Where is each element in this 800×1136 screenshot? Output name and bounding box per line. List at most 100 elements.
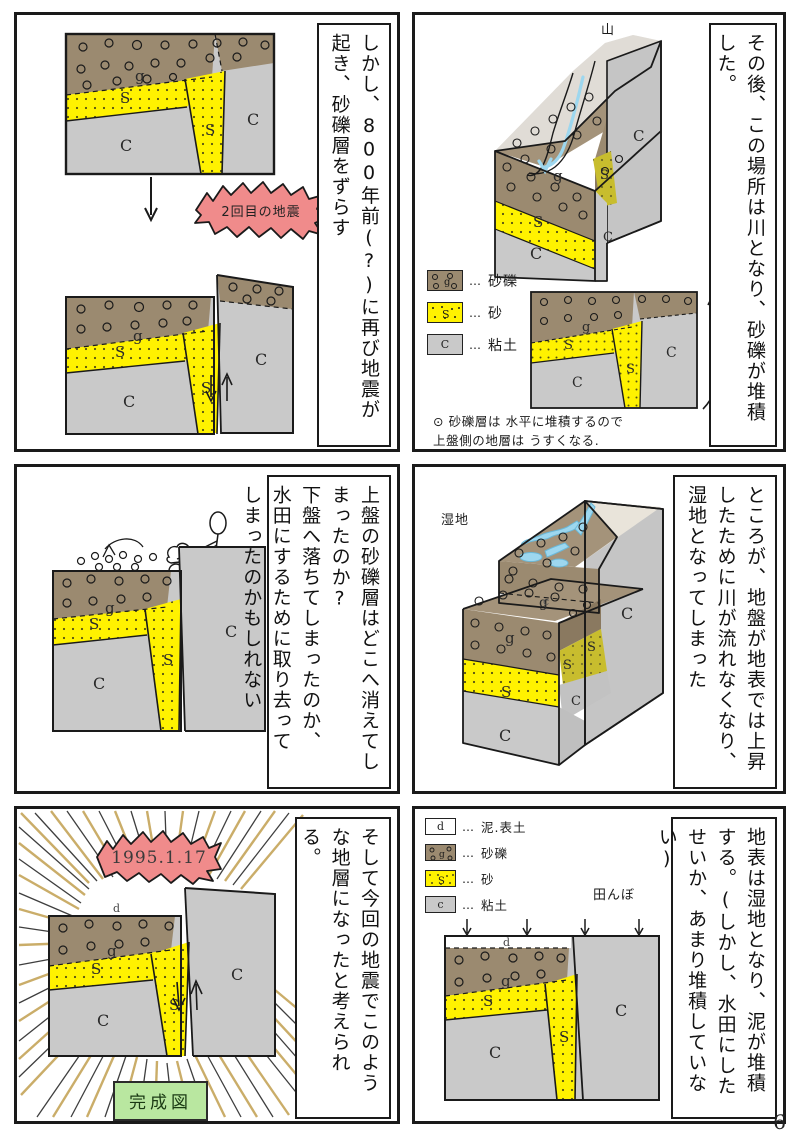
svg-text:C: C [621,604,633,623]
legend-row: d … 泥.表土 [425,817,526,836]
svg-text:S: S [587,640,596,655]
layer-label-sand: S [120,89,130,107]
svg-text:g: g [582,320,590,335]
cross-section-thinning: S S C C g [530,291,698,409]
svg-text:g: g [505,629,515,647]
svg-text:g: g [133,327,143,345]
completion-tag: 完成図 [113,1081,208,1121]
svg-text:S: S [533,213,543,231]
panel-second-earthquake: S S C C g 2回目の地震 [14,12,400,452]
svg-text:C: C [572,375,583,391]
legend-symbol-mud: d [436,820,445,833]
svg-text:C: C [93,674,105,693]
svg-text:C: C [666,345,677,361]
swatch-clay: c [425,896,456,913]
legend-row: g … 砂礫 [425,843,526,862]
legend-dots: … [462,819,475,834]
cross-section-paddy: S S C C g d [443,934,661,1102]
svg-text:S: S [438,876,445,887]
layer-label-clay: C [120,136,132,155]
svg-text:C: C [255,350,267,369]
narration-p2: その後、この場所は川となり、砂礫が堆積した。 [709,23,777,447]
swatch-gravel: g [425,844,456,861]
swatch-sand: S [427,302,463,323]
burst-bubble-second-quake: 2回目の地震 [194,181,330,240]
svg-text:d: d [113,902,120,915]
panel-river-deposition: 山 [412,12,786,452]
swatch-clay: C [427,334,463,355]
narration-p6: 地表は湿地となり、泥が堆積する。(しかし、水田にしたせいか、あまり堆積していない… [656,817,777,1119]
legend-p2: g … 砂礫 S … 砂 C … [427,270,518,366]
burst-label: 2回目の地震 [221,205,300,220]
svg-text:S: S [563,658,572,673]
swatch-sand: S [425,870,456,887]
legend-label-gravel: 砂礫 [481,846,509,861]
wetland-label: 湿地 [441,513,470,528]
svg-text:g: g [539,595,548,611]
legend-dots: … [469,305,482,320]
slip-arrows-icon [172,978,203,1012]
narration-p1: しかし、800年前(?)に再び地震が起き、砂礫層をずらす [317,23,391,447]
narration-p4: ところが、地盤が地表では上昇したために川が流れなくなり、湿地となってしまった [673,475,777,789]
panel-wetland: 湿地 [412,464,786,794]
svg-text:S: S [89,615,99,633]
svg-text:g: g [105,599,115,617]
date-label: 1995.1.17 [111,848,207,868]
legend-row: C … 粘土 [427,334,518,355]
svg-text:S: S [201,379,211,397]
svg-text:S: S [115,343,125,361]
layer-label-gravel: g [135,67,145,85]
svg-text:C: C [571,694,581,709]
svg-text:C: C [633,127,644,145]
svg-text:g: g [553,167,563,185]
legend-dots: … [469,273,482,288]
swatch-mud: d [425,818,456,835]
svg-text:C: C [603,230,613,245]
svg-text:C: C [615,1001,627,1020]
legend-dots: … [462,845,475,860]
svg-text:S: S [501,683,511,701]
svg-text:C: C [530,244,542,263]
cross-section-final: S S C C g d [45,884,285,1064]
legend-row: S … 砂 [425,869,526,888]
legend-label-sand: 砂 [488,305,503,322]
layer-label-sand: S [205,121,215,139]
legend-label-clay: 粘土 [488,337,518,354]
legend-label-gravel: 砂礫 [488,273,518,290]
svg-text:c: c [543,595,549,608]
legend-symbol-clay: C [440,338,450,351]
svg-text:g: g [444,277,451,288]
legend-dots: … [462,897,475,912]
svg-text:S: S [600,168,609,183]
legend-row: g … 砂礫 [427,270,518,291]
svg-text:C: C [231,965,243,984]
legend-row: c … 粘土 [425,895,526,914]
panel-gravel-removed: S S C C g 上盤の砂礫層はどこへ消えてしまったのか? 下盤へ落ちてしまっ… [14,464,400,794]
panel-final-earthquake: 1995.1.17 [14,806,400,1124]
svg-text:g: g [439,850,445,860]
svg-text:S: S [163,651,173,669]
note-p2: ⊙ 砂礫層は 水平に堆積するので 上盤側の地層は うすくなる. [433,414,624,448]
svg-text:C: C [489,1043,501,1062]
block-diagram-wetland: S C C S S C g g c [435,481,685,781]
legend-label-mud: 泥.表土 [481,820,527,835]
swatch-gravel: g [427,270,463,291]
down-arrow-icon [144,177,158,223]
svg-text:g: g [501,972,511,990]
svg-text:C: C [123,392,135,411]
mountain-label: 山 [601,23,616,38]
svg-text:S: S [626,362,635,377]
cross-section-before: S S C C g [64,32,276,176]
svg-text:S: S [442,308,450,321]
svg-text:S: S [169,996,179,1014]
block-diagram-river: S C C S C g [455,31,705,282]
narration-p3: 上盤の砂礫層はどこへ消えてしまったのか? 下盤へ落ちてしまったのか、 水田にする… [240,475,391,789]
svg-text:S: S [564,338,573,353]
legend-dots: … [469,337,482,352]
cross-section-after: S S C C g [65,265,295,435]
layer-label-clay: C [247,110,259,129]
svg-text:S: S [91,960,101,978]
svg-text:C: C [225,622,237,641]
narration-p5: そして今回の地震でこのような地層になったと考えられる。 [295,817,391,1119]
